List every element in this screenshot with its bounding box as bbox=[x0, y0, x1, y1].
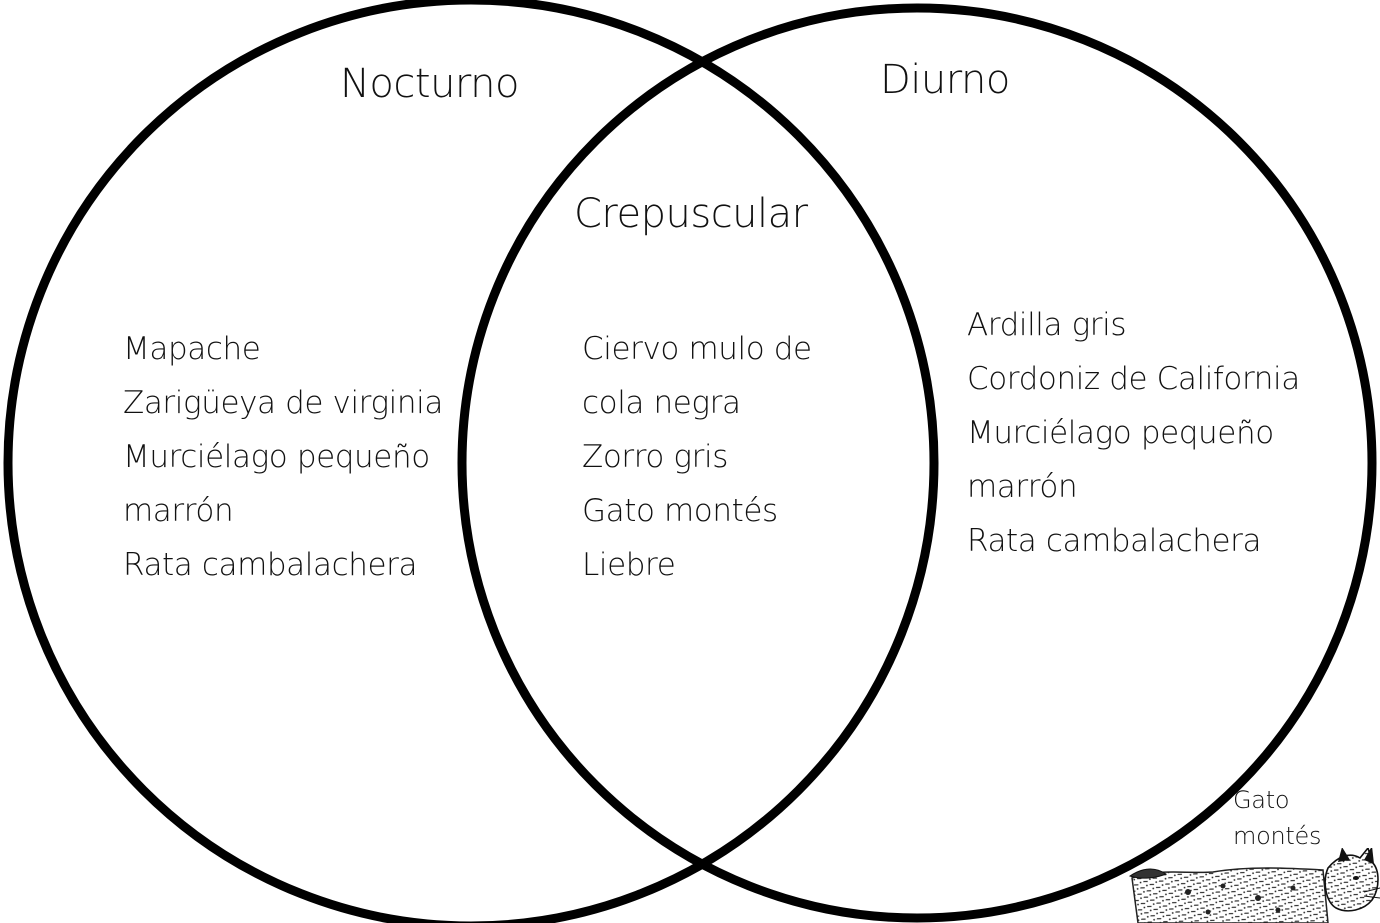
list-item: Ciervo mulo de bbox=[582, 331, 812, 367]
list-item: Zarigüeya de virginia bbox=[123, 385, 443, 421]
list-item: Zorro gris bbox=[582, 439, 728, 475]
bobcat-illustration-icon bbox=[1128, 848, 1380, 923]
list-item: Ardilla gris bbox=[967, 307, 1127, 343]
diurno-list: Ardilla gris Cordoniz de California Murc… bbox=[967, 298, 1300, 568]
list-item: Liebre bbox=[582, 547, 676, 583]
list-item: Gato montés bbox=[582, 493, 778, 529]
crepuscular-list: Ciervo mulo de cola negra Zorro gris Gat… bbox=[582, 322, 812, 592]
list-item: Murciélago pequeño bbox=[967, 415, 1274, 451]
diurno-circle bbox=[457, 3, 1377, 923]
nocturno-circle bbox=[3, 0, 939, 923]
list-item: cola negra bbox=[582, 385, 741, 421]
list-item: Rata cambalachera bbox=[967, 523, 1262, 559]
list-item: Rata cambalachera bbox=[123, 547, 418, 583]
nocturno-heading: Nocturno bbox=[340, 61, 520, 107]
list-item: marrón bbox=[967, 469, 1078, 505]
caption-line: montés bbox=[1233, 822, 1322, 850]
nocturno-list: Mapache Zarigüeya de virginia Murciélago… bbox=[123, 322, 443, 592]
bobcat-caption: Gato montés bbox=[1233, 782, 1343, 854]
list-item: Cordoniz de California bbox=[967, 361, 1300, 397]
caption-line: Gato bbox=[1233, 786, 1290, 814]
list-item: Murciélago pequeño bbox=[123, 439, 430, 475]
diurno-heading: Diurno bbox=[880, 57, 1010, 103]
list-item: marrón bbox=[123, 493, 234, 529]
list-item: Mapache bbox=[123, 331, 261, 367]
crepuscular-heading: Crepuscular bbox=[574, 191, 808, 237]
